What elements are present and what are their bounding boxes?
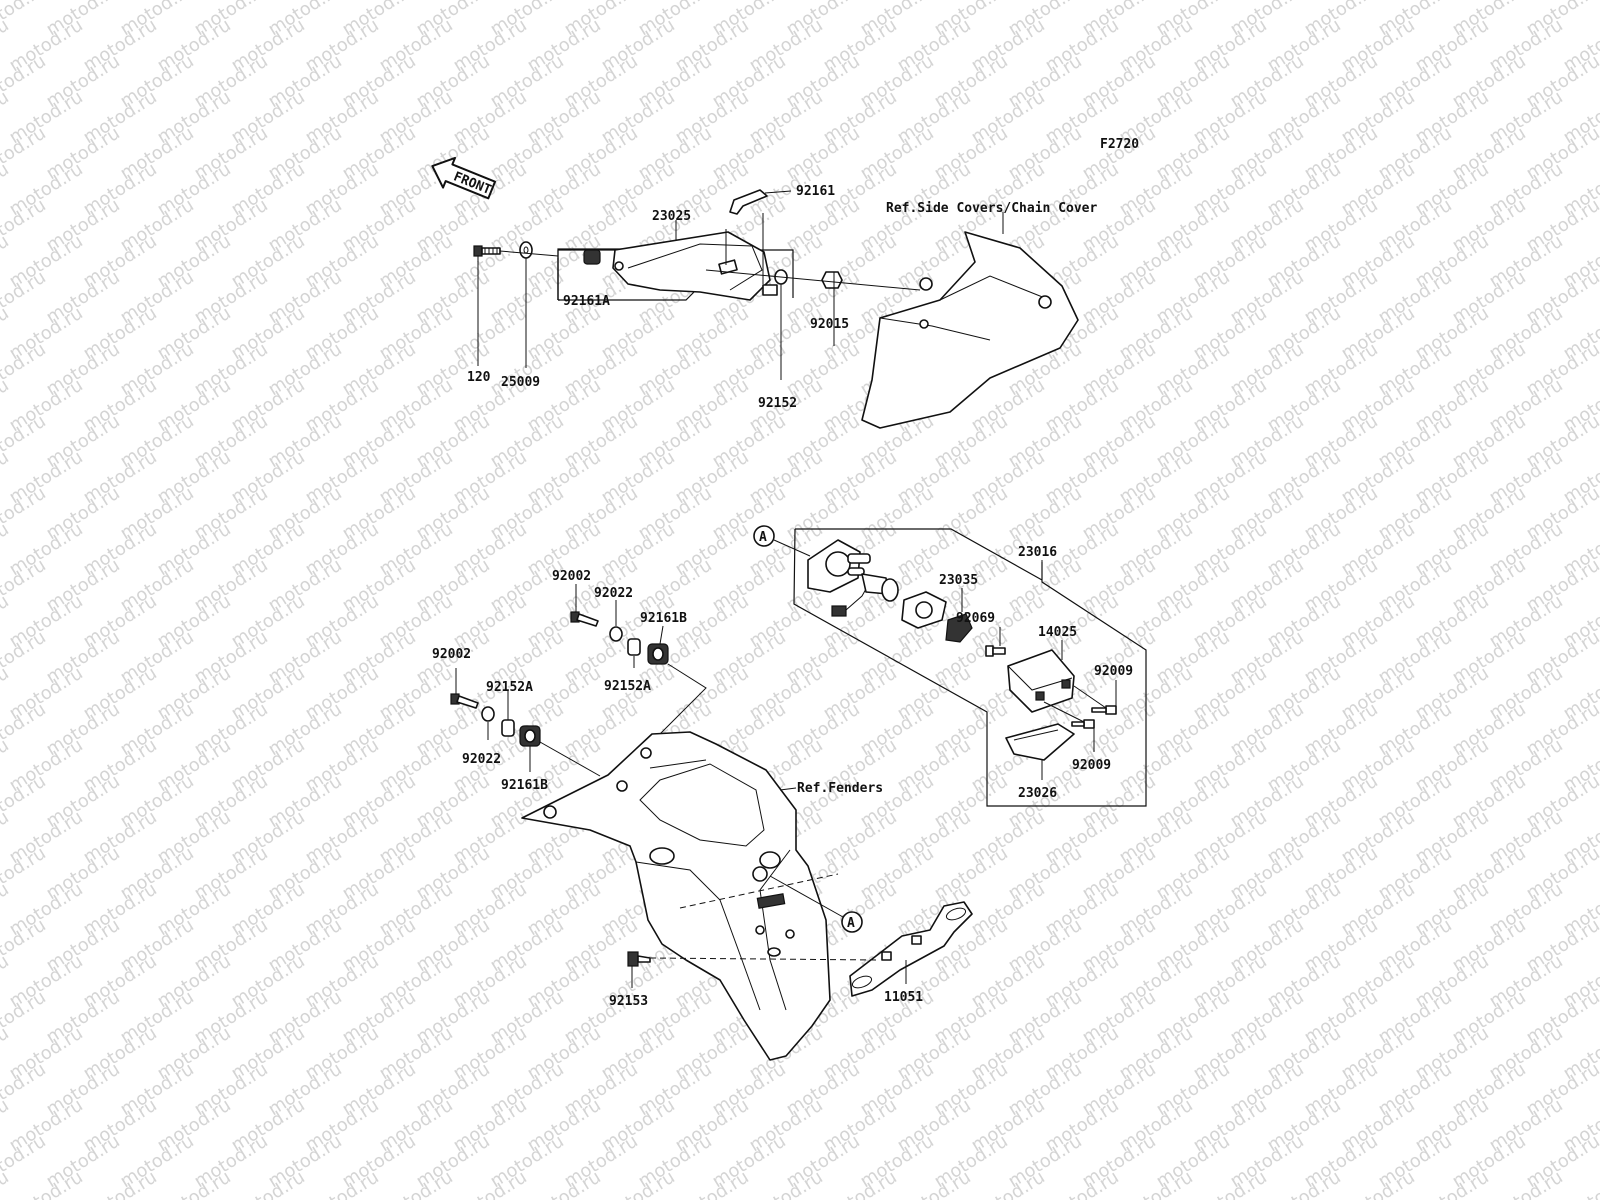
- gasket-23026: [1005, 723, 1075, 761]
- washer-92022-left: [481, 706, 495, 722]
- screw-92009-bottom: [1071, 719, 1095, 729]
- callout-23016: 23016: [1018, 545, 1057, 560]
- dash-line-92153: [649, 957, 881, 961]
- screw-92009-top: [1091, 705, 1117, 715]
- washer-92022-top: [609, 626, 623, 642]
- lens-14025: [1007, 649, 1075, 713]
- callout-92161A: 92161A: [563, 294, 610, 309]
- collar-92152A-top: [627, 638, 641, 656]
- leader-a-bottom: [769, 875, 844, 918]
- callout-23026: 23026: [1018, 786, 1057, 801]
- callout-92009-bottom: 92009: [1072, 758, 1111, 773]
- callout-25009: 25009: [501, 375, 540, 390]
- callout-92152A-left: 92152A: [486, 680, 533, 695]
- license-bracket-11051: [849, 901, 973, 997]
- callout-92152: 92152: [758, 396, 797, 411]
- ref-side-covers: Ref.Side Covers/Chain Cover: [886, 201, 1097, 216]
- leader-axis-upper: [705, 269, 921, 291]
- callout-120: 120: [467, 370, 491, 385]
- lamp-socket-base: [807, 539, 871, 617]
- screw-92069: [985, 645, 1006, 657]
- callout-23025: 23025: [652, 209, 691, 224]
- callout-92069: 92069: [956, 611, 995, 626]
- callout-92152A-top: 92152A: [604, 679, 651, 694]
- bolt-92002-left: [450, 693, 479, 709]
- grommet-92161A: [583, 249, 601, 265]
- side-cover-reference: [861, 231, 1079, 429]
- callout-92153: 92153: [609, 994, 648, 1009]
- leader-92161B-top: [659, 625, 664, 645]
- callout-92022-left: 92022: [462, 752, 501, 767]
- callout-92009-top: 92009: [1094, 664, 1133, 679]
- bolt-120: [473, 245, 501, 257]
- callout-23035: 23035: [939, 573, 978, 588]
- leader-92009-axis-bottom: [1043, 701, 1085, 723]
- callout-92015: 92015: [810, 317, 849, 332]
- leader-a-top: [773, 539, 811, 557]
- connector: [945, 613, 973, 643]
- callout-92002-left: 92002: [432, 647, 471, 662]
- marker-a-bottom-label: A: [847, 916, 855, 931]
- leader-92009-axis-top: [1073, 685, 1107, 709]
- marker-a-bottom: A: [841, 911, 863, 933]
- leader-fenders: [779, 787, 797, 791]
- callout-92002-top: 92002: [552, 569, 591, 584]
- callout-11051: 11051: [884, 990, 923, 1005]
- ref-fenders: Ref.Fenders: [797, 781, 883, 796]
- callout-92161B-left: 92161B: [501, 778, 548, 793]
- grommet-92161B-left: [519, 725, 541, 747]
- collar-92152A-left: [501, 719, 515, 737]
- washer-25009: [519, 241, 533, 259]
- dash-line-1: [679, 873, 839, 909]
- callout-92161B-top: 92161B: [640, 611, 687, 626]
- grommet-92161B-top: [647, 643, 669, 665]
- socket-23035: [901, 591, 947, 629]
- leader-bolt-axis: [499, 250, 559, 257]
- callout-92022-top: 92022: [594, 586, 633, 601]
- callout-92161: 92161: [796, 184, 835, 199]
- tail-housing-23025: [612, 231, 778, 301]
- clip-92161: [729, 189, 768, 215]
- leader-axis-left-grommet: [539, 741, 601, 777]
- rear-fender-reference: [521, 731, 831, 1061]
- marker-a-top-label: A: [759, 530, 767, 545]
- figure-code: F2720: [1100, 137, 1139, 152]
- leader-92161: [764, 190, 792, 194]
- callout-14025: 14025: [1038, 625, 1077, 640]
- nut-92015: [821, 271, 843, 289]
- bulb: [861, 573, 899, 602]
- marker-a-top: A: [753, 525, 775, 547]
- screw-92153: [627, 951, 651, 967]
- bolt-92002-top: [570, 611, 599, 627]
